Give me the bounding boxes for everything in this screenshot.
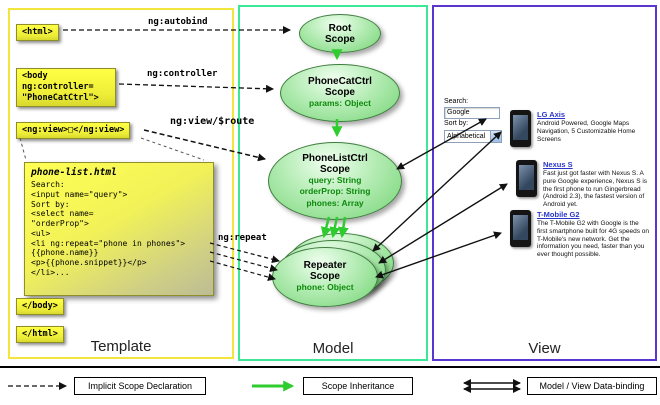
phone-image bbox=[510, 210, 531, 247]
search-form: Search: Google Sort by: Alphabetical ▼ bbox=[444, 97, 516, 143]
phone-item-text: LG Axis Android Powered, Google Maps Nav… bbox=[537, 110, 650, 147]
phone-name-link[interactable]: T-Mobile G2 bbox=[537, 210, 580, 219]
phone-image bbox=[510, 110, 531, 147]
model-panel-label: Model bbox=[312, 340, 354, 357]
phone-name-link[interactable]: Nexus S bbox=[543, 160, 573, 169]
ng-repeat-label: ng:repeat bbox=[218, 233, 267, 243]
html-close-tag: </html> bbox=[16, 326, 64, 344]
ng-view-tag: <ng:view>□</ng:view> bbox=[16, 122, 131, 140]
phone-list-template-box: phone-list.html Search: <input name="que… bbox=[24, 162, 214, 296]
sort-select-value: Alphabetical bbox=[447, 132, 486, 140]
scope-prop: phones: Array bbox=[306, 197, 364, 208]
scope-prop: query: String bbox=[308, 175, 362, 186]
scope-title: PhoneCatCtrl Scope bbox=[308, 76, 372, 99]
phonelistctrl-scope-ellipse: PhoneListCtrl Scope query: String orderP… bbox=[268, 142, 402, 220]
sort-select[interactable]: Alphabetical ▼ bbox=[444, 129, 502, 143]
dropdown-arrow-icon: ▼ bbox=[490, 130, 501, 142]
scope-prop: params: Object bbox=[309, 98, 371, 109]
template-panel: <html> <body ng:controller= "PhoneCatCtr… bbox=[8, 8, 234, 359]
body-open-tag: <body ng:controller= "PhoneCatCtrl"> bbox=[16, 68, 116, 108]
legend-model-view-data-binding: Model / View Data-binding bbox=[527, 377, 657, 395]
search-input[interactable]: Google bbox=[444, 106, 500, 119]
legend-implicit-scope-declaration: Implicit Scope Declaration bbox=[74, 377, 206, 395]
scope-title: PhoneListCtrl Scope bbox=[302, 153, 368, 176]
search-input-value: Google bbox=[447, 108, 470, 116]
root-scope-ellipse: Root Scope bbox=[299, 14, 381, 53]
scope-title: Root Scope bbox=[324, 22, 355, 45]
repeater-scope-ellipse-front: Repeater Scope phone: Object bbox=[272, 247, 378, 307]
phone-list-item: Nexus S Fast just got faster with Nexus … bbox=[516, 160, 656, 209]
phone-description: Fast just got faster with Nexus S. A pur… bbox=[543, 170, 648, 209]
phone-description: The T-Mobile G2 with Google is the first… bbox=[537, 220, 650, 259]
ng-autobind-label: ng:autobind bbox=[148, 17, 208, 27]
phone-list-item: LG Axis Android Powered, Google Maps Nav… bbox=[510, 110, 650, 147]
phonecatctrl-scope-ellipse: PhoneCatCtrl Scope params: Object bbox=[280, 64, 400, 122]
phone-image bbox=[516, 160, 537, 197]
ng-controller-label: ng:controller bbox=[147, 69, 218, 79]
body-close-tag: </body> bbox=[16, 298, 64, 316]
scope-prop: phone: Object bbox=[296, 282, 354, 293]
legend-scope-inheritance: Scope Inheritance bbox=[303, 377, 413, 395]
template-panel-label: Template bbox=[90, 338, 152, 355]
search-label: Search: bbox=[444, 98, 469, 105]
legend-divider bbox=[0, 366, 660, 368]
phone-item-text: T-Mobile G2 The T-Mobile G2 with Google … bbox=[537, 210, 650, 259]
phone-name-link[interactable]: LG Axis bbox=[537, 110, 566, 119]
view-panel-label: View bbox=[528, 340, 561, 357]
phone-list-code: Search: <input name="query"> Sort by: <s… bbox=[31, 180, 186, 277]
html-open-tag: <html> bbox=[16, 24, 59, 42]
phone-item-text: Nexus S Fast just got faster with Nexus … bbox=[543, 160, 656, 209]
phone-list-filename: phone-list.html bbox=[31, 167, 117, 178]
view-panel: Search: Google Sort by: Alphabetical ▼ L… bbox=[432, 5, 657, 361]
scope-prop: orderProp: String bbox=[299, 186, 371, 197]
ng-view-route-label: ng:view/$route bbox=[170, 116, 255, 127]
phone-list-item: T-Mobile G2 The T-Mobile G2 with Google … bbox=[510, 210, 650, 259]
phone-description: Android Powered, Google Maps Navigation,… bbox=[537, 120, 636, 143]
scope-title: Repeater Scope bbox=[303, 260, 347, 283]
sort-label: Sort by: bbox=[444, 119, 469, 127]
model-panel: Root Scope PhoneCatCtrl Scope params: Ob… bbox=[238, 5, 428, 361]
